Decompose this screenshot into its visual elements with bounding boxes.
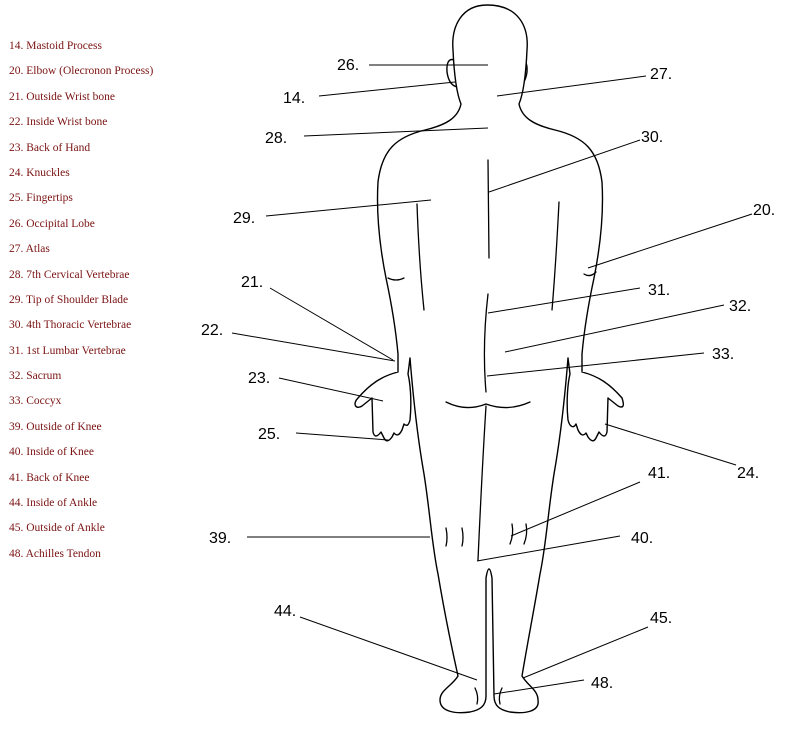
callout-33: 33. — [712, 346, 734, 363]
callout-29: 29. — [233, 210, 255, 227]
legend-item: 33. Coccyx — [9, 395, 62, 408]
leader-27 — [496, 75, 647, 97]
leader-41 — [510, 481, 641, 537]
callout-28: 28. — [265, 130, 287, 147]
leader-44 — [299, 616, 478, 681]
body-silhouette — [354, 4, 625, 714]
legend-item: 24. Knuckles — [9, 166, 70, 179]
leader-40 — [476, 535, 621, 562]
leader-45 — [522, 626, 649, 679]
leader-31 — [487, 287, 641, 314]
legend-item: 28. 7th Cervical Vertebrae — [9, 268, 130, 281]
leader-48 — [493, 679, 585, 695]
leader-28 — [303, 127, 489, 137]
leader-14 — [318, 81, 456, 97]
callout-48: 48. — [591, 675, 613, 692]
legend-item: 32. Sacrum — [9, 370, 62, 383]
callout-41: 41. — [648, 465, 670, 482]
legend-item: 26. Occipital Lobe — [9, 217, 95, 230]
body-details — [387, 159, 597, 705]
leader-33 — [486, 352, 705, 377]
legend-item: 41. Back of Knee — [9, 471, 90, 484]
legend-item: 25. Fingertips — [9, 192, 73, 205]
callout-39: 39. — [209, 530, 231, 547]
callout-20: 20. — [753, 202, 775, 219]
legend-item: 44. Inside of Ankle — [9, 497, 98, 510]
leader-22 — [231, 332, 396, 362]
legend-item: 22. Inside Wrist bone — [9, 116, 108, 129]
leader-21 — [269, 287, 394, 361]
callout-23: 23. — [248, 370, 270, 387]
callout-21: 21. — [241, 274, 263, 291]
legend-item: 27. Atlas — [9, 243, 50, 256]
legend-item: 21. Outside Wrist bone — [9, 90, 116, 103]
legend-item: 40. Inside of Knee — [9, 446, 94, 459]
callout-32: 32. — [729, 298, 751, 315]
leader-29 — [265, 199, 432, 217]
callout-27: 27. — [650, 66, 672, 83]
leader-lines — [231, 64, 753, 695]
callout-labels: 26. 14. 27. 28. 30. 29. 20. 21. 31. 32. … — [201, 57, 775, 692]
legend-item: 45. Outside of Ankle — [9, 522, 105, 535]
legend-item: 23. Back of Hand — [9, 141, 91, 154]
legend-item: 30. 4th Thoracic Vertebrae — [9, 319, 132, 332]
leader-24 — [604, 423, 737, 466]
leader-25 — [295, 432, 389, 441]
callout-14: 14. — [283, 90, 305, 107]
legend-item: 39. Outside of Knee — [9, 420, 102, 433]
legend-item: 48. Achilles Tendon — [9, 547, 101, 560]
legend-item: 14. Mastoid Process — [9, 40, 102, 52]
legend-item: 29. Tip of Shoulder Blade — [9, 293, 129, 306]
callout-22: 22. — [201, 322, 223, 339]
callout-30: 30. — [641, 129, 663, 146]
legend-item: 31. 1st Lumbar Vertebrae — [9, 344, 126, 357]
legend-list: 14. Mastoid Process 20. Elbow (Olecronon… — [9, 36, 209, 569]
legend-item: 20. Elbow (Olecronon Process) — [9, 65, 154, 78]
callout-31: 31. — [648, 282, 670, 299]
callout-44: 44. — [274, 603, 296, 620]
callout-25: 25. — [258, 426, 280, 443]
leader-23 — [278, 377, 384, 402]
leader-20 — [587, 213, 753, 269]
callout-26: 26. — [337, 57, 359, 74]
callout-24: 24. — [737, 465, 759, 482]
callout-40: 40. — [631, 530, 653, 547]
leader-30 — [488, 139, 641, 193]
body-outline — [354, 4, 625, 714]
callout-45: 45. — [650, 610, 672, 627]
leader-32 — [504, 304, 725, 353]
